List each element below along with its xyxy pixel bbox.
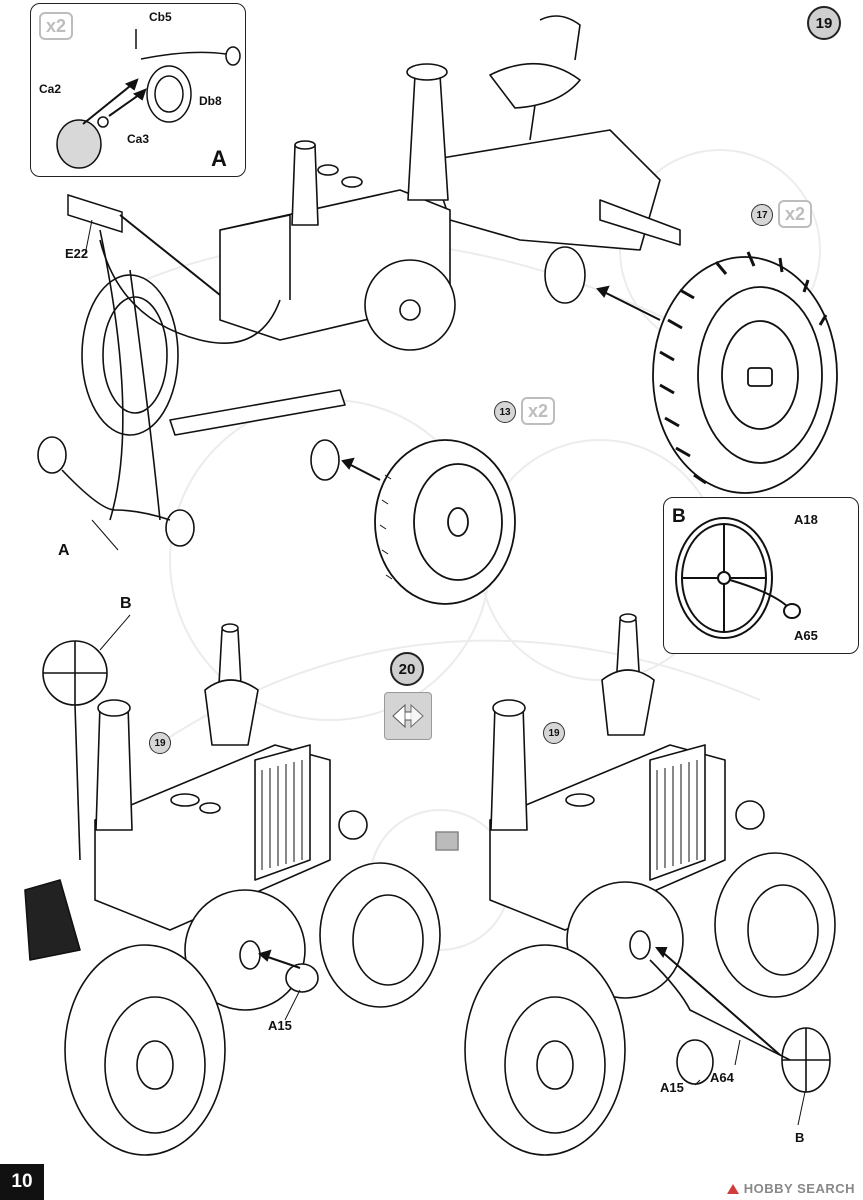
swap-arrows-icon: [384, 692, 432, 740]
multiplier-badge-13: x2: [521, 397, 555, 425]
inset-b-letter: B: [672, 506, 686, 527]
label-a15-bottom-right: A15: [660, 1080, 684, 1095]
inset-b: B A18 A65: [663, 497, 859, 654]
license-plate-e22: [67, 193, 123, 234]
inset-a: x2 A Cb5 Ca2 Ca3 Db8: [30, 3, 246, 177]
label-db8: Db8: [199, 94, 222, 108]
label-b-bottom-right: B: [795, 1130, 804, 1145]
tractor-bottom-right: [435, 613, 836, 1156]
multiplier-badge-17: x2: [778, 200, 812, 228]
assembly-arrows-bottom: [257, 947, 781, 1056]
ref-badge-13: 13: [494, 401, 516, 423]
label-a18: A18: [794, 512, 818, 527]
swap-arrows-glyph: [392, 703, 424, 729]
step-19-badge: 19: [807, 6, 841, 40]
watermark-text: HOBBY SEARCH: [743, 1181, 855, 1196]
watermark: HOBBY SEARCH: [726, 1181, 855, 1196]
label-ca2: Ca2: [39, 82, 62, 96]
ref-badge-19-right: 19: [543, 722, 565, 744]
watermark-logo-icon: [726, 1183, 739, 1194]
ref-badge-19-left: 19: [149, 732, 171, 754]
rear-tire-17: [652, 251, 838, 494]
label-a64: A64: [710, 1070, 735, 1085]
inset-a-drawing: [56, 29, 241, 169]
ref-badge-17: 17: [751, 204, 773, 226]
inset-a-letter: A: [211, 146, 227, 171]
steering-wheel-drawing: [675, 517, 801, 639]
label-a: A: [58, 542, 70, 559]
step-20-badge: 20: [390, 652, 424, 686]
label-ca3: Ca3: [127, 132, 150, 146]
multiplier-badge: x2: [39, 12, 73, 40]
label-cb5: Cb5: [149, 10, 172, 24]
tractor-bottom-left: [24, 623, 441, 1156]
tractor-seat: [489, 62, 581, 109]
tractor-top-assembly: [81, 15, 681, 521]
headlight-bar-assembly: [37, 436, 195, 547]
label-e22: E22: [65, 246, 88, 261]
assembly-arrows-top: [119, 214, 661, 481]
label-b-bottom-left: B: [120, 595, 132, 612]
front-tire-13: [374, 439, 516, 605]
label-a15-bottom-left: A15: [268, 1018, 292, 1033]
page-number: 10: [0, 1164, 44, 1200]
label-a65: A65: [794, 628, 818, 643]
